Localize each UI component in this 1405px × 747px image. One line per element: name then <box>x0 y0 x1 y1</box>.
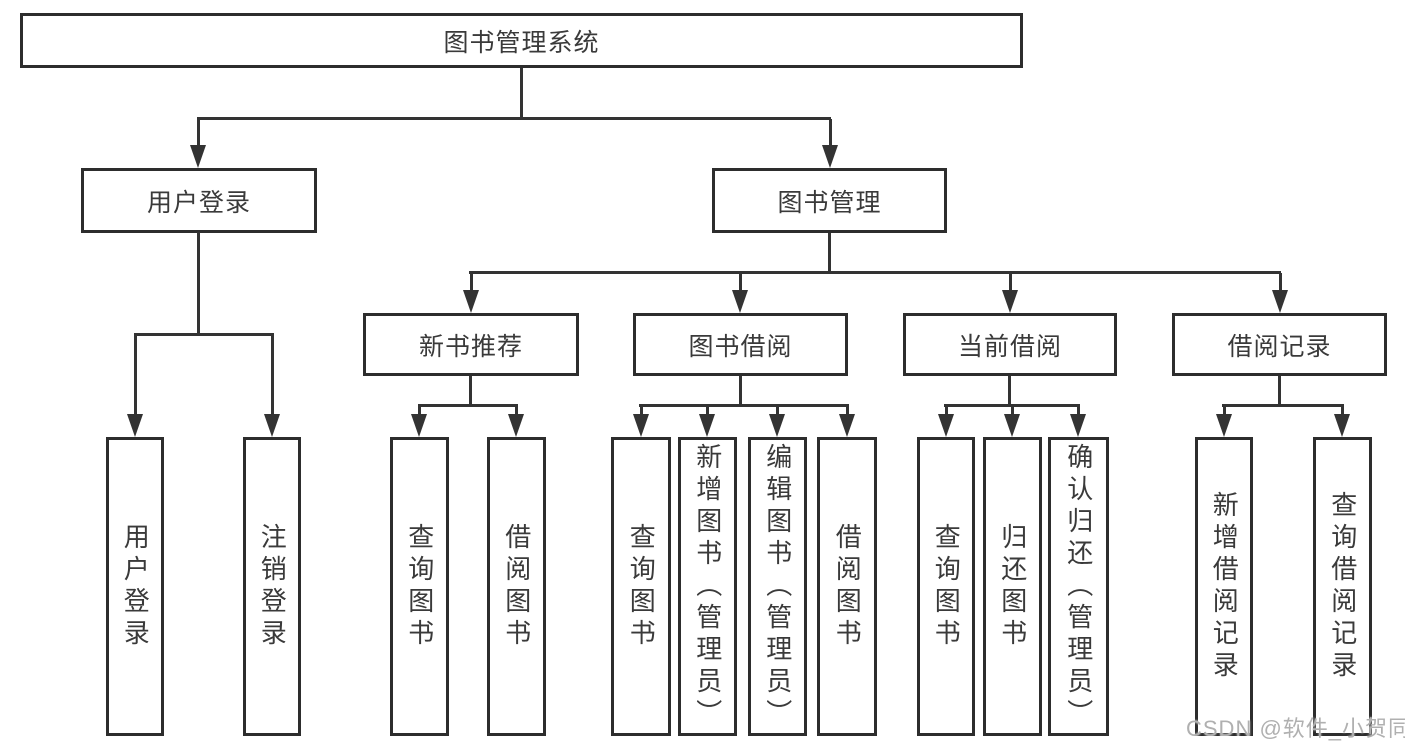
arrow-down-to-leaf-query-books-recommend <box>410 406 428 437</box>
leaf-query-books-recommend: 查询图书 <box>390 437 449 736</box>
leaf-query-books-borrowing-label: 查询图书 <box>626 522 657 651</box>
connector-branch-current-borrowing <box>944 404 1080 407</box>
arrow-down-to-leaf-add-books <box>698 406 716 437</box>
arrow-down-to-user-login <box>189 119 207 168</box>
leaf-user-login: 用户登录 <box>106 437 164 736</box>
leaf-query-books-current: 查询图书 <box>917 437 975 736</box>
arrow-down-to-leaf-confirm-return <box>1069 406 1087 437</box>
arrow-down-to-leaf-borrow-books-recommend <box>507 406 525 437</box>
node-borrowing-records-label: 借阅记录 <box>1227 332 1332 361</box>
csdn-watermark: CSDN @软件_小贺同学 <box>1186 716 1405 741</box>
node-current-borrowing-label: 当前借阅 <box>957 332 1062 361</box>
connector-trunk-root <box>520 68 523 118</box>
node-new-book-recommend: 新书推荐 <box>363 313 579 376</box>
arrow-down-to-leaf-edit-books <box>768 406 786 437</box>
leaf-confirm-return-admin-label: 确认归还（管理员） <box>1063 442 1094 731</box>
node-book-borrowing-label: 图书借阅 <box>688 332 793 361</box>
node-borrowing-records: 借阅记录 <box>1172 313 1387 376</box>
node-user-login-label: 用户登录 <box>146 188 251 217</box>
leaf-add-borrow-record: 新增借阅记录 <box>1195 437 1253 736</box>
leaf-add-books-admin: 新增图书（管理员） <box>678 437 737 736</box>
arrow-down-to-borrowing-records <box>1271 273 1289 313</box>
connector-trunk-new-book <box>469 376 472 407</box>
arrow-down-to-leaf-query-books-borrowing <box>632 406 650 437</box>
node-current-borrowing: 当前借阅 <box>903 313 1117 376</box>
leaf-logout: 注销登录 <box>243 437 301 736</box>
connector-branch-level2 <box>197 117 831 120</box>
leaf-edit-books-admin-label: 编辑图书（管理员） <box>762 442 793 731</box>
connector-trunk-borrowing-records <box>1278 376 1281 407</box>
connector-trunk-user-login <box>197 232 200 336</box>
connector-branch-book-borrowing <box>639 404 849 407</box>
connector-branch-user-login <box>134 333 274 336</box>
leaf-confirm-return-admin: 确认归还（管理员） <box>1048 437 1109 736</box>
connector-branch-borrowing-records <box>1222 404 1344 407</box>
node-book-management: 图书管理 <box>712 168 947 233</box>
leaf-edit-books-admin: 编辑图书（管理员） <box>748 437 807 736</box>
arrow-down-to-leaf-query-books-current <box>937 406 955 437</box>
arrow-down-to-leaf-user-login <box>126 335 144 437</box>
leaf-borrow-books-recommend-label: 借阅图书 <box>501 522 532 651</box>
leaf-user-login-label: 用户登录 <box>120 522 151 651</box>
leaf-borrow-books-borrowing: 借阅图书 <box>817 437 877 736</box>
arrow-down-to-book-borrowing <box>731 273 749 313</box>
arrow-down-to-leaf-add-borrow-record <box>1215 406 1233 437</box>
arrow-down-to-current-borrowing <box>1001 273 1019 313</box>
leaf-query-books-borrowing: 查询图书 <box>611 437 671 736</box>
connector-trunk-book-borrowing <box>739 376 742 407</box>
leaf-query-borrow-record-label: 查询借阅记录 <box>1327 490 1358 683</box>
arrow-down-to-leaf-query-borrow-record <box>1333 406 1351 437</box>
arrow-down-to-leaf-return-books <box>1003 406 1021 437</box>
connector-branch-book-management <box>469 271 1281 274</box>
node-library-system: 图书管理系统 <box>20 13 1023 68</box>
node-book-borrowing: 图书借阅 <box>633 313 848 376</box>
arrow-down-to-leaf-borrow-books-borrowing <box>838 406 856 437</box>
node-user-login: 用户登录 <box>81 168 317 233</box>
leaf-query-books-current-label: 查询图书 <box>931 522 962 651</box>
node-book-management-label: 图书管理 <box>777 188 882 217</box>
node-library-system-label: 图书管理系统 <box>443 28 600 57</box>
leaf-query-borrow-record: 查询借阅记录 <box>1313 437 1372 736</box>
leaf-add-books-admin-label: 新增图书（管理员） <box>692 442 723 731</box>
arrow-down-to-leaf-logout <box>263 335 281 437</box>
leaf-borrow-books-borrowing-label: 借阅图书 <box>832 522 863 651</box>
arrow-down-to-book-management <box>821 119 839 168</box>
node-new-book-recommend-label: 新书推荐 <box>418 332 523 361</box>
leaf-logout-label: 注销登录 <box>257 522 288 651</box>
connector-branch-new-book <box>418 404 518 407</box>
connector-trunk-book-management <box>828 233 831 274</box>
leaf-query-books-recommend-label: 查询图书 <box>404 522 435 651</box>
leaf-return-books-label: 归还图书 <box>997 522 1028 651</box>
connector-trunk-current-borrowing <box>1008 376 1011 407</box>
arrow-down-to-new-book <box>462 273 480 313</box>
leaf-add-borrow-record-label: 新增借阅记录 <box>1209 490 1240 683</box>
leaf-return-books: 归还图书 <box>983 437 1042 736</box>
leaf-borrow-books-recommend: 借阅图书 <box>487 437 546 736</box>
